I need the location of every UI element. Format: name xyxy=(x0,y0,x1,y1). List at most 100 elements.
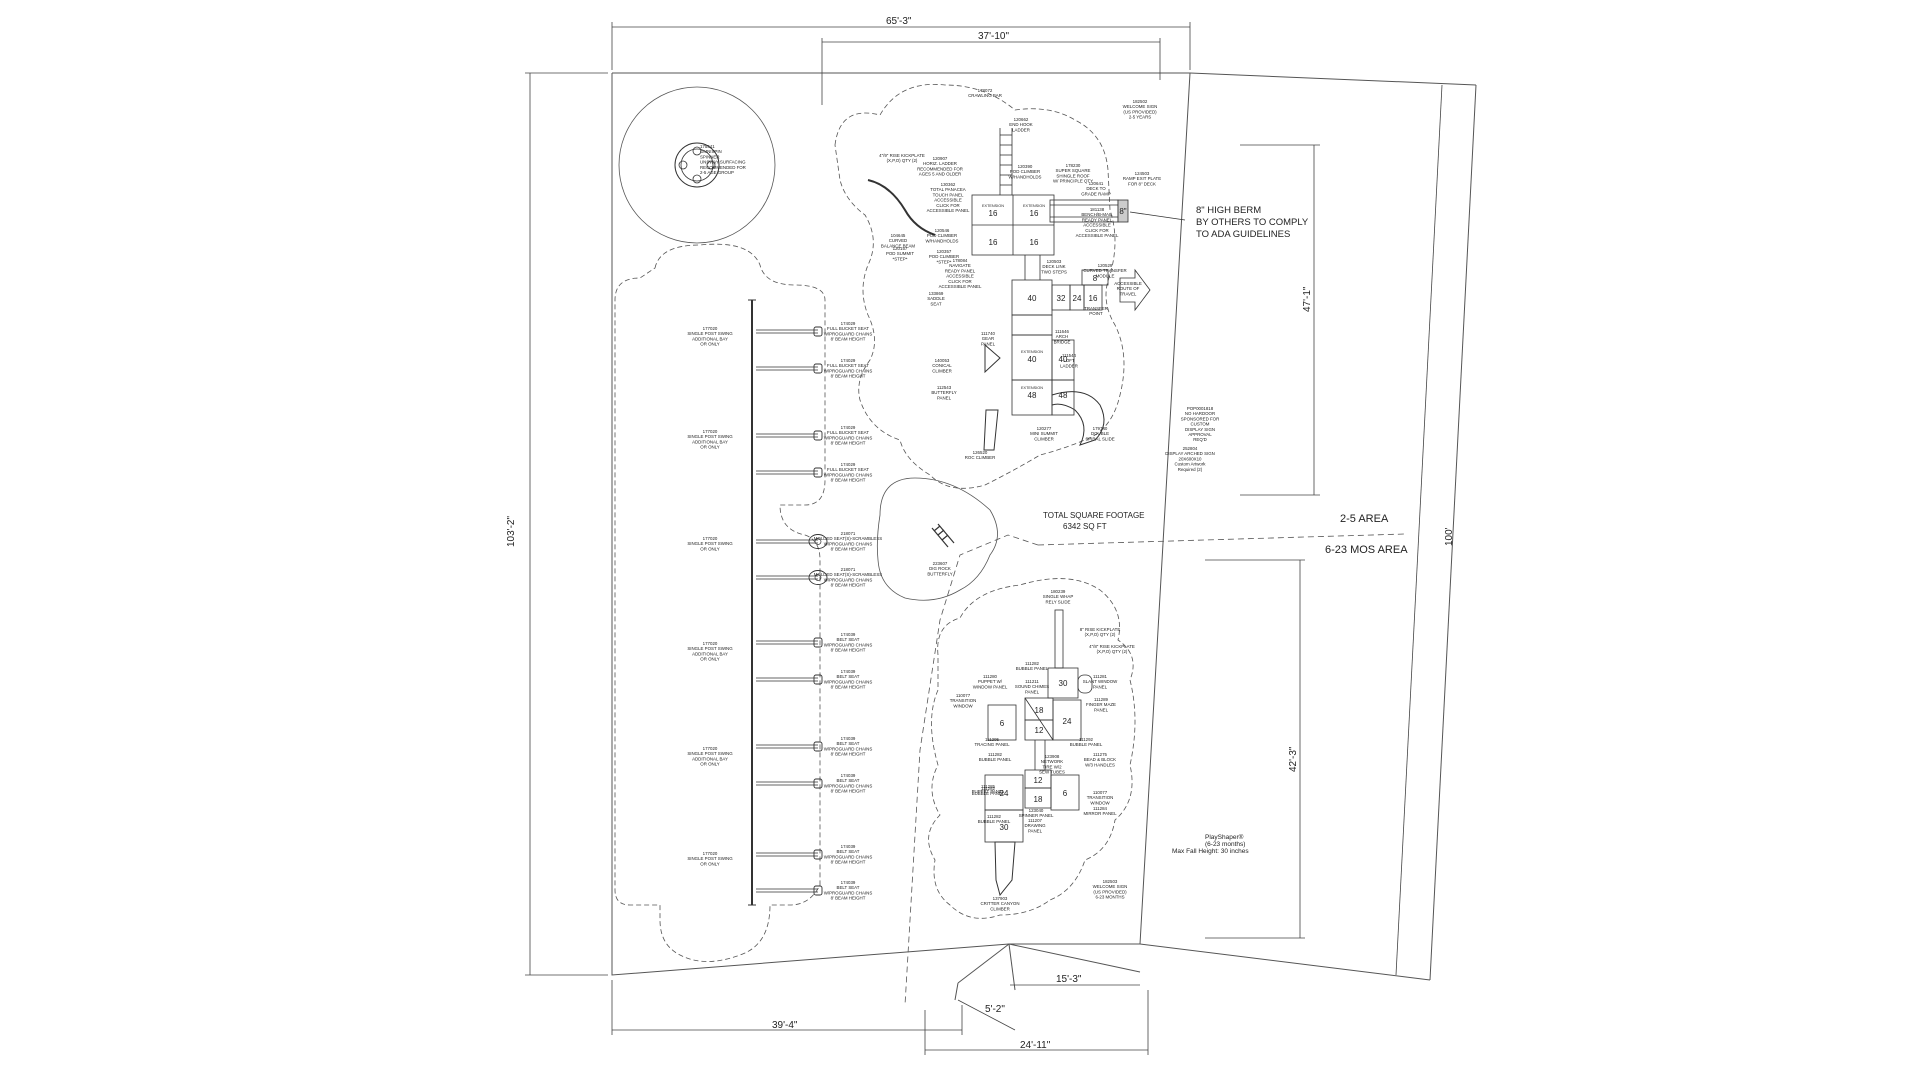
upper-equipment-label-line: NAVIGATE xyxy=(949,263,971,268)
upper-equipment-label-line: REQ'D xyxy=(1193,437,1207,442)
lower-deck-height: 30 xyxy=(1000,823,1009,832)
upper-equipment-label-line: DISPLAY SIGN xyxy=(1185,427,1215,432)
seat-label-line: 218071 xyxy=(841,531,856,536)
upper-equipment-label-line: 120157 xyxy=(893,246,908,251)
lower-equipment-label-line: BUBBLE PANEL xyxy=(979,757,1012,762)
seat-label-line: MOLDED SEAT(S)-SCRAMBLESS xyxy=(814,572,883,577)
seat-label-line: 8' BEAM HEIGHT xyxy=(831,752,866,757)
square-footage-value: 6342 SQ FT xyxy=(1063,522,1107,531)
seat-label-line: 8' BEAM HEIGHT xyxy=(831,547,866,552)
seat-label-line: 8' BEAM HEIGHT xyxy=(831,789,866,794)
lower-equipment-label-line: TRANSITION xyxy=(1087,795,1114,800)
lower-equipment-label-line: FINGER MAZE xyxy=(1086,702,1116,707)
upper-deck-height: 32 xyxy=(1057,294,1066,303)
seat-label-line: 8' BEAM HEIGHT xyxy=(831,583,866,588)
lower-equipment-label-line: SPINNER PANEL xyxy=(1019,813,1054,818)
lower-equipment-label-line: PANEL xyxy=(1093,684,1108,689)
upper-equipment-label-line: ACCESSIBLE xyxy=(946,274,974,279)
swing-post-label-line: SINGLE POST SWING xyxy=(687,331,733,336)
lower-equipment-label: 8" RISE KICKPLATE(X,P,O) QTY (2) xyxy=(1080,627,1121,637)
upper-equipment-label-line: TWO STEPS xyxy=(1041,269,1067,274)
lower-equipment-label-line: 111292 xyxy=(1079,737,1094,742)
lower-equipment-label-line: 111284 xyxy=(1093,806,1108,811)
swing-seat xyxy=(756,326,823,337)
upper-deck-tag: EXTENSION xyxy=(982,204,1004,208)
bouncer-text-line: 223607 xyxy=(933,561,948,566)
lower-equipment-label-line: MIRROR PANEL xyxy=(1083,811,1117,816)
upper-equipment-label-line: ROC CLIMBER xyxy=(965,455,996,460)
seat-label-line: 174029 xyxy=(841,462,856,467)
upper-equipment-label-line: 179740 xyxy=(1093,426,1108,431)
bouncer-text-line: DIG ROCK xyxy=(929,566,951,571)
dim-bottom-gate: 15'-3" xyxy=(1056,974,1082,985)
seat-label-line: BELT SEAT xyxy=(837,885,860,890)
upper-equipment-label-line: SHINGLE ROOF xyxy=(1056,173,1089,178)
berm-leader xyxy=(1129,211,1186,221)
horizontal-ladder xyxy=(999,128,1013,195)
lower-deck-height: 18 xyxy=(1035,706,1044,715)
seat-label-line: BELT SEAT xyxy=(837,674,860,679)
seat-label-line: FULL BUCKET SEAT xyxy=(827,467,869,472)
bouncer-icon xyxy=(931,523,955,548)
lower-equipment-label-line: PANEL xyxy=(1028,828,1043,833)
area-divider xyxy=(904,533,1406,1006)
berm-note-line-3: TO ADA GUIDELINES xyxy=(1196,229,1290,240)
lower-equipment-label-line: RELY SLIDE xyxy=(1046,599,1071,604)
upper-equipment-label-line: 120529 xyxy=(1098,263,1113,268)
playshaper-line-3: Max Fall Height: 30 inches xyxy=(1172,848,1249,855)
upper-equipment-label-line: POD CLIMBER xyxy=(927,233,957,238)
seat-label-line: W/PROGUARD CHAINS xyxy=(824,435,873,440)
dim-bottom-center: 24'-11" xyxy=(1020,1040,1051,1051)
lower-equipment-label-line: (X,P,O) QTY (2) xyxy=(1085,632,1116,637)
upper-equipment-label-line: 111544 xyxy=(1062,353,1077,358)
upper-equipment-label-line: MINI SUMMIT xyxy=(1030,431,1058,436)
swing-post-label-line: SINGLE POST SWING xyxy=(687,856,733,861)
seat-label-line: 174039 xyxy=(841,880,856,885)
upper-equipment-label-line: READY PANEL xyxy=(1082,217,1113,222)
lower-equipment-label-line: 111281 xyxy=(1093,674,1108,679)
upper-equipment-label-line: 104645 xyxy=(891,233,906,238)
swing-post-label-line: ADDITIONAL BAY xyxy=(692,336,728,341)
upper-equipment-label-line: CLICK FOR xyxy=(936,203,959,208)
upper-equipment-label-line: BUTTERFLY xyxy=(931,390,956,395)
lower-equipment-label-line: 111275 xyxy=(1093,752,1108,757)
upper-equipment-label-line: ACCESSIBLE xyxy=(1114,281,1142,286)
lower-equipment-label-line: PUPPET PANEL xyxy=(972,789,1005,794)
upper-equipment-label-line: 120641 xyxy=(1089,181,1104,186)
upper-equipment-label-line: ACCESSIBLE PANEL xyxy=(939,284,982,289)
upper-equipment-label-line: 120277 xyxy=(1037,426,1052,431)
square-footage-note: TOTAL SQUARE FOOTAGE 6342 SQ FT xyxy=(1043,511,1145,531)
swing-seat xyxy=(756,885,823,896)
seat-label-line: 8' BEAM HEIGHT xyxy=(831,337,866,342)
lower-equipment-label-line: PANEL xyxy=(1025,689,1040,694)
lower-equipment-label-line: 111211 xyxy=(1025,679,1039,684)
balance-beam xyxy=(867,179,936,236)
upper-equipment-label-line: ACCESSIBLE PANEL xyxy=(927,208,970,213)
upper-equipment-label-line: 120390 xyxy=(1018,164,1033,169)
seat-label-line: 174029 xyxy=(841,358,856,363)
swing-post-label-line: OR ONLY xyxy=(700,861,720,866)
upper-equipment-label-line: POP0001818 xyxy=(1187,406,1214,411)
upper-equipment-label-line: GEAR xyxy=(982,336,994,341)
swing-post-label-line: 177020 xyxy=(703,326,718,331)
